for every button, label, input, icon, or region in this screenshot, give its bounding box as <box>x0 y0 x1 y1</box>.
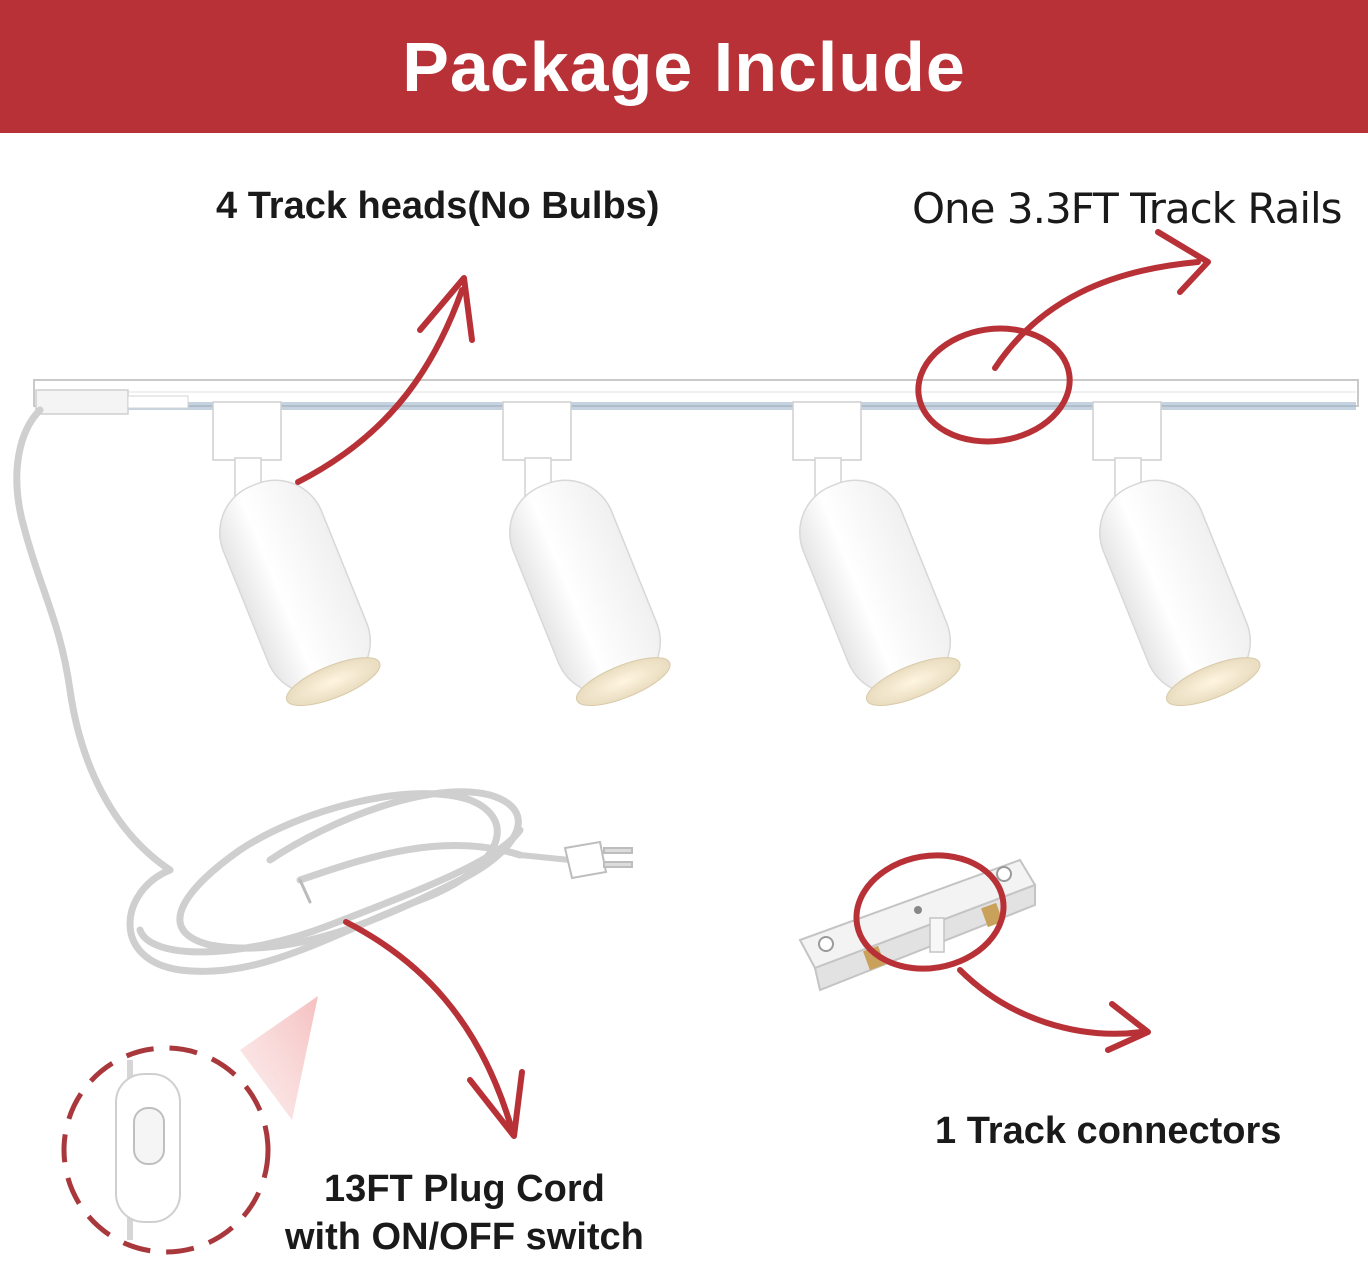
label-connector: 1 Track connectors <box>935 1110 1282 1152</box>
label-track-rail: One 3.3FT Track Rails <box>912 184 1343 233</box>
connector-icon <box>798 858 1037 992</box>
switch-icon <box>61 996 318 1255</box>
label-plug-cord-line1: 13FT Plug Cord <box>324 1168 605 1210</box>
label-plug-cord-line2: with ON/OFF switch <box>285 1216 644 1258</box>
track-head-icon <box>502 401 671 706</box>
header-banner: Package Include <box>0 0 1368 133</box>
page-title: Package Include <box>402 27 966 106</box>
plug-cord-icon <box>13 406 633 975</box>
annotation-arrows <box>295 229 1211 1139</box>
track-heads-group <box>212 401 1261 706</box>
track-head-icon <box>1092 401 1261 706</box>
label-plug-cord: 13FT Plug Cord with ON/OFF switch <box>285 1165 644 1261</box>
track-head-icon <box>792 401 961 706</box>
track-head-icon <box>212 401 381 706</box>
product-illustration <box>13 229 1359 1255</box>
label-track-heads: 4 Track heads(No Bulbs) <box>216 185 660 227</box>
